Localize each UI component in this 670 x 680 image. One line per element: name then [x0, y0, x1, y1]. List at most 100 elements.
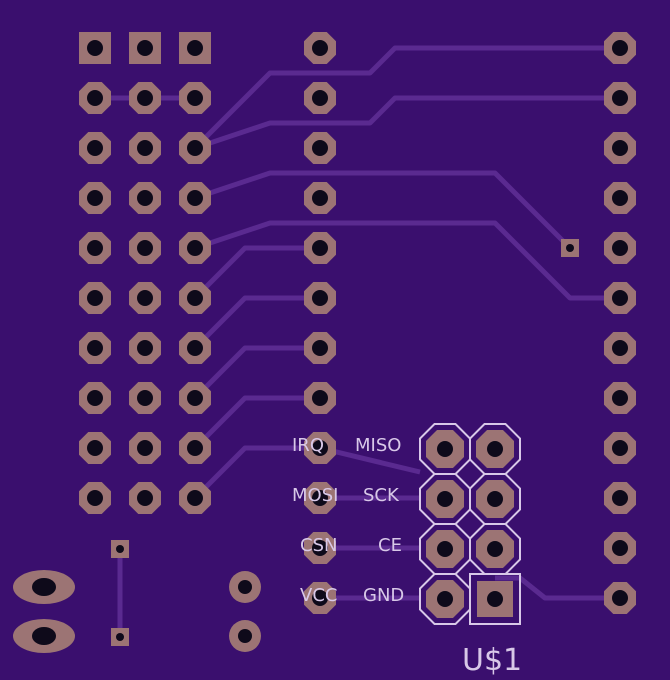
label-csn: CSN [300, 535, 337, 556]
pin-hole [437, 491, 453, 507]
pin-hole [487, 491, 503, 507]
pin-hole [612, 140, 628, 156]
pin-hole [137, 490, 153, 506]
silkscreen-labels: IRQ MISO MOSI SCK CSN CE VCC GND [292, 435, 404, 606]
pin-hole [187, 290, 203, 306]
trace [495, 575, 620, 601]
pin-hole [312, 290, 328, 306]
trace [193, 445, 421, 500]
pin-hole [312, 390, 328, 406]
pin-hole [137, 40, 153, 56]
pin-hole [612, 40, 628, 56]
pin-hole [612, 190, 628, 206]
pin-hole [312, 440, 328, 456]
right-pin-column [604, 32, 636, 614]
label-sck: SCK [363, 485, 400, 506]
via-hole [116, 633, 124, 641]
pin-hole [187, 140, 203, 156]
pin-hole [487, 441, 503, 457]
round-pad-hole [238, 629, 252, 643]
left-pin-header [79, 32, 211, 514]
pin-hole [312, 240, 328, 256]
pin-hole [87, 140, 103, 156]
pin-hole [87, 390, 103, 406]
pin-hole [612, 390, 628, 406]
pin-hole [137, 240, 153, 256]
pin-hole [187, 390, 203, 406]
label-irq: IRQ [292, 435, 324, 456]
part-label: U$1 [462, 643, 522, 675]
pin-hole [312, 90, 328, 106]
pin-hole [187, 440, 203, 456]
pin-hole [612, 240, 628, 256]
label-ce: CE [378, 535, 402, 556]
pin-hole [137, 390, 153, 406]
label-vcc: VCC [300, 585, 337, 606]
pin-hole [87, 190, 103, 206]
pin-hole [187, 240, 203, 256]
pin-hole [612, 340, 628, 356]
pin-hole [137, 140, 153, 156]
trace [194, 170, 572, 250]
pin-hole [137, 340, 153, 356]
trace [193, 395, 320, 450]
label-mosi: MOSI [292, 485, 338, 506]
trace [194, 95, 620, 151]
oval-pad-hole [32, 578, 56, 596]
pin-hole [87, 240, 103, 256]
via-hole [116, 545, 124, 553]
pin-hole [312, 190, 328, 206]
pin-hole [187, 190, 203, 206]
pin-hole [187, 90, 203, 106]
trace [193, 45, 620, 150]
pin-hole [137, 440, 153, 456]
pin-hole [612, 490, 628, 506]
label-gnd: GND [363, 585, 404, 606]
pin-hole [87, 90, 103, 106]
copper-traces [95, 45, 620, 636]
pin-hole [437, 441, 453, 457]
vias [111, 239, 579, 646]
pin-hole [87, 440, 103, 456]
pin-hole [612, 440, 628, 456]
pin-hole [312, 140, 328, 156]
silk-outline [469, 573, 521, 625]
pin-hole [312, 340, 328, 356]
trace [193, 245, 320, 300]
pin-hole [187, 40, 203, 56]
pin-hole [87, 340, 103, 356]
pin-hole [137, 290, 153, 306]
round-pad-hole [238, 580, 252, 594]
radio-module-header [419, 423, 521, 625]
pin-hole [612, 540, 628, 556]
pin-hole [487, 591, 503, 607]
pin-hole [137, 90, 153, 106]
middle-pin-column [304, 32, 336, 614]
pin-hole [312, 540, 328, 556]
pin-hole [437, 591, 453, 607]
oval-pads [13, 570, 75, 653]
silk-outline [419, 573, 471, 625]
pin-hole [612, 590, 628, 606]
pin-hole [312, 590, 328, 606]
pin-hole [187, 340, 203, 356]
oval-pad-hole [32, 627, 56, 645]
round-pads [229, 571, 261, 652]
pin-hole [187, 490, 203, 506]
pin-hole [312, 40, 328, 56]
trace [193, 345, 320, 400]
pin-hole [312, 490, 328, 506]
pin-hole [437, 541, 453, 557]
pin-hole [87, 40, 103, 56]
pin-hole [612, 290, 628, 306]
pin-hole [87, 290, 103, 306]
pin-hole [87, 490, 103, 506]
pin-hole [487, 541, 503, 557]
pin-hole [137, 190, 153, 206]
trace [194, 220, 620, 301]
label-miso: MISO [355, 435, 401, 456]
via-hole [566, 244, 574, 252]
